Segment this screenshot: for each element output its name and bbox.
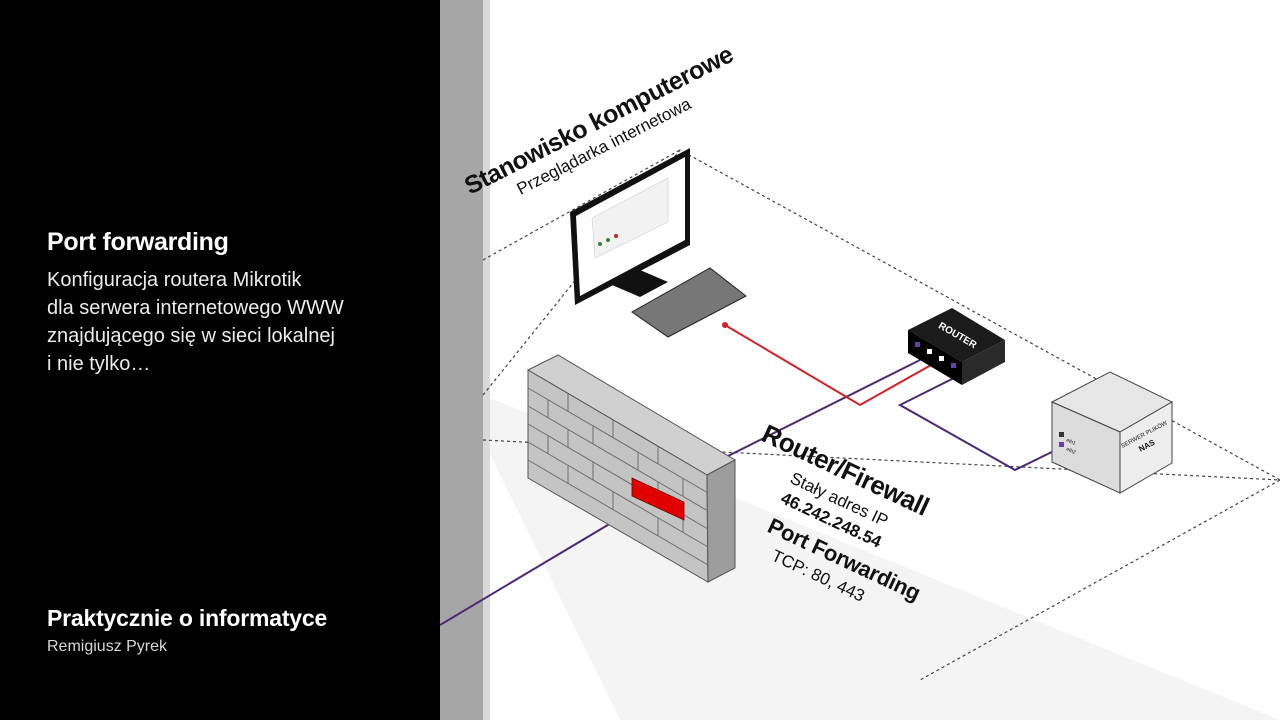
firewall-wall xyxy=(526,354,737,583)
nas-port-1: eth1 xyxy=(1065,437,1077,447)
topic-description: Konfiguracja routera Mikrotik dla serwer… xyxy=(47,266,427,378)
pc-cable-end xyxy=(722,322,728,328)
description-line: dla serwera internetowego WWW xyxy=(47,297,344,319)
description-line: i nie tylko… xyxy=(47,353,151,375)
left-panel: Port forwarding Konfiguracja routera Mik… xyxy=(0,0,440,720)
network-diagram: ROUTER SERWER PLIKÓW NAS eth1 eth2 Stano… xyxy=(440,0,1280,720)
workstation-title: Stanowisko komputerowe xyxy=(460,40,738,200)
nas-port-2: eth2 xyxy=(1065,446,1077,456)
lan-cable-pc xyxy=(724,324,941,407)
router-device: ROUTER xyxy=(908,308,1005,385)
back-wall xyxy=(440,0,483,720)
author-name: Remigiusz Pyrek xyxy=(47,638,168,655)
nas-server: SERWER PLIKÓW NAS eth1 eth2 xyxy=(1050,371,1174,494)
keyboard xyxy=(631,267,747,338)
channel-name: Praktycznie o informatyce xyxy=(47,605,328,631)
firewall-port-hole xyxy=(631,477,685,521)
description-line: Konfiguracja routera Mikrotik xyxy=(47,269,302,291)
monitor xyxy=(570,148,690,305)
topic-title: Port forwarding xyxy=(47,228,229,256)
lan-cable-nas xyxy=(897,374,1061,472)
wall-shadow xyxy=(483,0,490,720)
description-line: znajdującego się w sieci lokalnej xyxy=(47,325,335,347)
